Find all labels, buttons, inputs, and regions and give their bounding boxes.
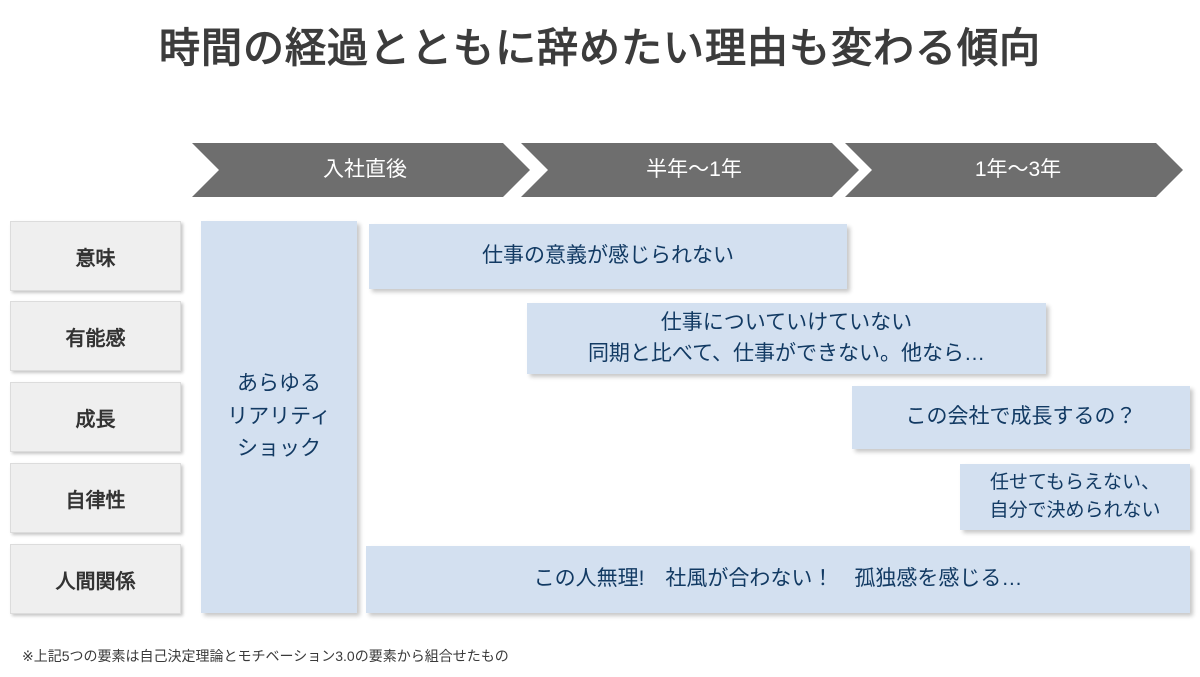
reason-bar-relationships: この人無理! 社風が合わない！ 孤独感を感じる… (366, 546, 1190, 613)
category-label-relationships: 人間関係 (10, 544, 181, 614)
phase-chevron-0[interactable]: 入社直後 (192, 143, 530, 197)
reason-line: 仕事の意義が感じられない (482, 244, 734, 268)
reason-bar-growth: この会社で成長するの？ (852, 386, 1190, 449)
reason-line: 任せてもらえない、 (989, 472, 1161, 494)
reality-shock-line-0: あらゆる (237, 372, 321, 396)
reason-line: この会社で成長するの？ (905, 405, 1137, 429)
reason-bar-meaning: 仕事の意義が感じられない (369, 224, 847, 289)
reason-bar-competence: 仕事についていけていない 同期と比べて、仕事ができない。他なら… (527, 303, 1046, 374)
page-title: 時間の経過とともに辞めたい理由も変わる傾向 (159, 25, 1041, 71)
phase-chevron-label-1: 半年〜1年 (646, 158, 742, 181)
phase-chevron-label-0: 入社直後 (323, 158, 407, 181)
reality-shock-text: あらゆる リアリティ ショック (227, 368, 331, 466)
reason-bar-growth-text: この会社で成長するの？ (906, 402, 1137, 432)
reason-bar-meaning-text: 仕事の意義が感じられない (482, 241, 734, 271)
reason-line: 仕事についていけていない (660, 311, 913, 335)
category-label-growth: 成長 (10, 382, 181, 452)
reality-shock-line-2: ショック (237, 437, 321, 461)
phase-chevron-1[interactable]: 半年〜1年 (521, 143, 859, 197)
reason-bar-autonomy-text: 任せてもらえない、 自分で決められない (989, 469, 1160, 524)
reason-line: 同期と比べて、仕事ができない。他なら… (587, 341, 986, 365)
category-label-competence: 有能感 (10, 301, 181, 371)
reality-shock-line-1: リアリティ (227, 404, 331, 428)
reason-line: この人無理! 社風が合わない！ 孤独感を感じる… (533, 567, 1023, 591)
reason-line: 自分で決められない (989, 500, 1161, 521)
reason-bar-relationships-text: この人無理! 社風が合わない！ 孤独感を感じる… (534, 564, 1023, 594)
reason-bar-competence-text: 仕事についていけていない 同期と比べて、仕事ができない。他なら… (588, 308, 985, 369)
timeline-phase-band: 入社直後 半年〜1年 1年〜3年 (0, 143, 1200, 199)
reality-shock-bar: あらゆる リアリティ ショック (201, 221, 357, 613)
category-label-autonomy: 自律性 (10, 463, 181, 533)
reason-bar-autonomy: 任せてもらえない、 自分で決められない (960, 464, 1190, 530)
category-label-meaning: 意味 (10, 221, 181, 291)
phase-chevron-label-2: 1年〜3年 (974, 158, 1062, 181)
phase-chevron-2[interactable]: 1年〜3年 (845, 143, 1183, 197)
footnote: ※上記5つの要素は自己決定理論とモチベーション3.0の要素から組合せたもの (22, 648, 509, 664)
